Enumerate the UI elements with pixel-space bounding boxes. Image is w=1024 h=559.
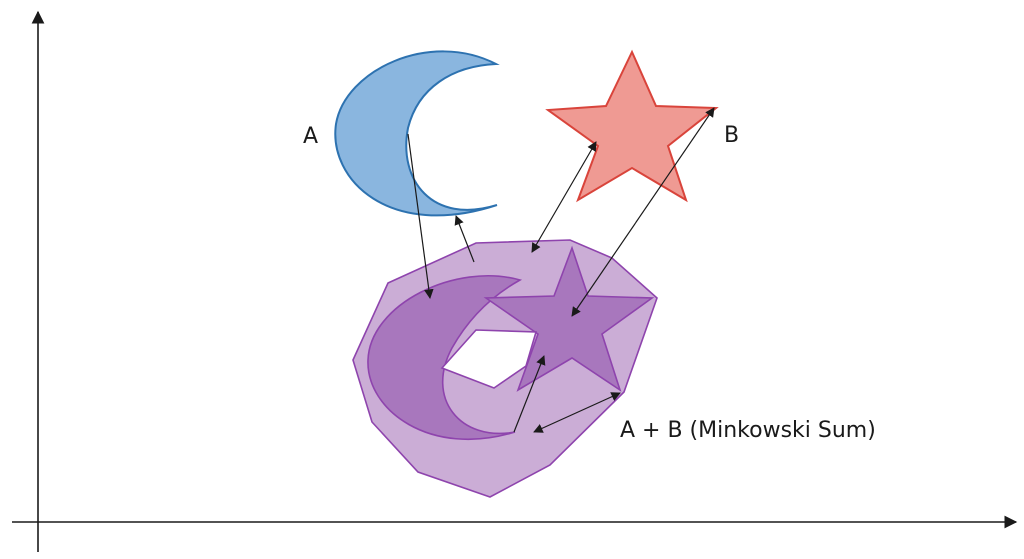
label-minkowski-sum: A + B (Minkowski Sum) [620,418,876,443]
minkowski-hole [440,329,538,389]
arrow-crescent-to-star [513,355,546,433]
label-a: A [303,124,318,149]
arrow-b-to-inner-star [571,107,715,317]
arrow-sum-to-a [454,215,475,263]
arrow-a-to-sum [407,133,434,299]
shape-a-crescent [334,50,500,217]
arrow-b-to-sum-edge [531,141,597,253]
shape-b-star [545,49,719,203]
minkowski-inner-crescent [367,275,523,441]
arrow-sum-boundary [533,392,621,433]
label-b: B [724,123,739,148]
